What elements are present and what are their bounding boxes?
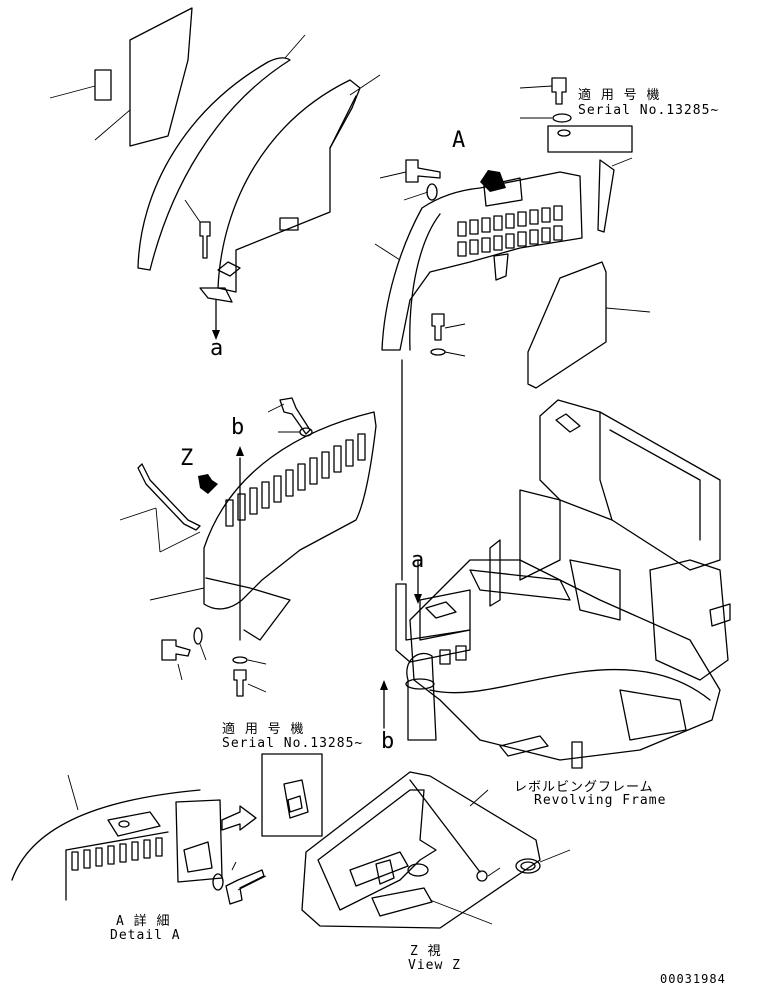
rear-cover-panel — [203, 411, 377, 610]
edge-seal-left — [137, 57, 291, 271]
edge-trim — [137, 463, 201, 531]
washer-hood-left — [426, 183, 438, 201]
washer-hood-right — [430, 348, 446, 356]
serial-top-en: Serial No.13285~ — [578, 103, 720, 118]
middle-left-cover-group — [119, 397, 377, 697]
top-right-hood-group — [374, 77, 651, 581]
view-z-en: View Z — [408, 958, 461, 973]
hood-louvers — [457, 205, 563, 257]
bolt-left-top — [199, 221, 211, 259]
serial-bottom-jp: 適 用 号 機 — [222, 722, 305, 737]
detail-a-group — [11, 753, 323, 905]
view-z-group — [301, 771, 571, 929]
frame-side-wall — [649, 559, 729, 681]
view-z-ring — [515, 858, 541, 874]
callout-a-label: A — [452, 128, 466, 153]
serial-bottom-box — [261, 753, 323, 837]
frame-tower — [406, 652, 437, 741]
frame-bracket — [395, 583, 471, 663]
washer-serial-top — [552, 113, 572, 123]
detail-a-jp: A 詳 細 — [116, 914, 171, 929]
callout-z-arrow — [198, 474, 218, 494]
washer-cover-bottom — [232, 656, 248, 664]
ref-a-frame-arrow — [414, 594, 422, 604]
revolving-frame-group — [380, 399, 731, 769]
callout-z-label: Z — [180, 446, 194, 471]
side-cover-panel — [217, 79, 361, 293]
cover-louvers — [225, 433, 366, 527]
bolt-hood-right — [431, 313, 445, 341]
ref-a-left-label: a — [210, 336, 224, 361]
hood-panel — [381, 171, 583, 351]
serial-inset-box — [547, 125, 633, 153]
frame-upright-panel — [539, 399, 721, 571]
ref-b-lower-label: b — [381, 729, 395, 754]
revolving-frame-jp: レボルビングフレーム — [514, 780, 654, 795]
detail-a-bolt — [225, 869, 265, 905]
ref-a-frame-label: a — [411, 548, 425, 573]
bolt-cover-top — [279, 397, 311, 435]
drawing-number: 00031984 — [660, 972, 726, 986]
serial-bottom-en: Serial No.13285~ — [222, 736, 364, 751]
ref-b-upper-label: b — [231, 415, 245, 440]
washer-cover-side — [193, 627, 203, 645]
bolt-hood-left — [405, 159, 441, 183]
detail-arrow — [221, 805, 257, 831]
callout-a-arrow — [480, 170, 506, 192]
hood-latch — [493, 253, 509, 281]
bolt-cover-side — [161, 639, 191, 661]
insulation-sheet — [129, 7, 193, 147]
gas-stay — [597, 159, 615, 233]
detail-a-hood-edge — [11, 789, 201, 881]
cover-bracket — [279, 217, 299, 231]
hood-side-sheet — [527, 261, 607, 389]
detail-a-louvers — [71, 837, 163, 871]
revolving-frame-en: Revolving Frame — [534, 793, 667, 808]
washer-cover-top — [299, 427, 313, 437]
hood-hinge — [483, 177, 523, 207]
bolt-cover-bottom — [233, 669, 247, 697]
detail-a-en: Detail A — [110, 928, 181, 943]
view-z-jp: Z 視 — [410, 944, 442, 959]
bolt-serial-top — [551, 77, 567, 105]
top-left-cover-group — [49, 7, 381, 340]
serial-top-jp: 適 用 号 機 — [578, 88, 661, 103]
mount-bracket-left — [199, 261, 241, 303]
frame-base-plate — [409, 559, 721, 761]
view-z-grommet — [476, 870, 488, 882]
label-plate — [94, 69, 112, 101]
ref-b-lower-arrow — [380, 680, 388, 690]
view-z-cover — [301, 771, 541, 929]
detail-a-washer — [212, 873, 224, 891]
